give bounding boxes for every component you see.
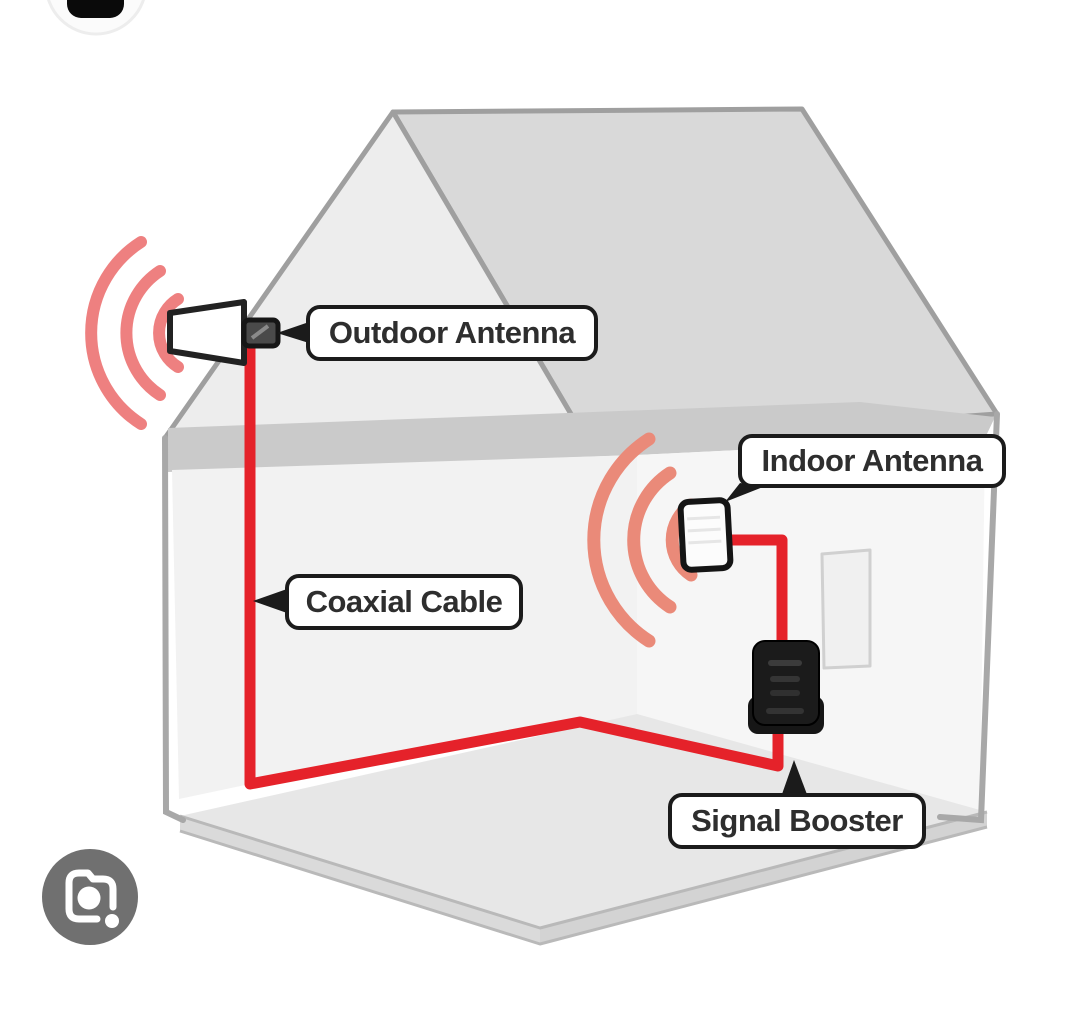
outdoor-antenna-label: Outdoor Antenna — [306, 305, 598, 361]
indoor-antenna-panel-lines — [687, 515, 722, 545]
wave-arc-icon — [627, 466, 677, 614]
booster-vent — [770, 676, 800, 682]
booster-vent — [766, 708, 804, 714]
wave-arc-icon — [587, 432, 656, 648]
wave-arc-icon — [85, 236, 147, 430]
connector-highlight — [250, 324, 270, 340]
signal-booster-device — [748, 640, 824, 734]
coaxial-cable-label: Coaxial Cable — [285, 574, 523, 630]
camera-corner-dot — [105, 914, 119, 928]
outdoor-signal-waves — [85, 236, 184, 430]
outdoor-antenna-horn — [167, 299, 247, 366]
indoor-antenna-label: Indoor Antenna — [738, 434, 1006, 488]
cropped-pill-button[interactable] — [46, 0, 146, 36]
floor-slab-outline — [179, 810, 988, 946]
ceiling-plane — [168, 402, 995, 472]
wave-arc-icon — [153, 293, 184, 373]
wall-opening — [820, 548, 872, 670]
booster-vent — [768, 660, 802, 666]
booster-label-pointer — [781, 760, 808, 797]
right-outer-wall-edge — [937, 411, 1000, 824]
floor-slab-left-edge — [180, 816, 540, 944]
camera-body-outline — [65, 869, 117, 923]
camera-lens-dot — [77, 886, 101, 910]
booster-vent — [770, 690, 800, 696]
indoor-antenna-panel — [677, 497, 734, 573]
wave-arc-icon — [120, 265, 166, 401]
indoor-antenna-device — [677, 497, 734, 573]
coax-label-pointer — [253, 589, 287, 613]
signal-booster-label: Signal Booster — [668, 793, 926, 849]
coax-cable-indoor-run — [722, 534, 788, 656]
outdoor-label-pointer — [277, 322, 309, 343]
google-lens-camera-icon[interactable] — [42, 849, 138, 945]
left-outer-wall-edge — [162, 435, 186, 823]
cropped-button-pill — [67, 0, 124, 18]
coax-cable-main-run — [244, 334, 784, 790]
outdoor-antenna-device — [167, 299, 281, 366]
floor-top — [180, 714, 987, 928]
